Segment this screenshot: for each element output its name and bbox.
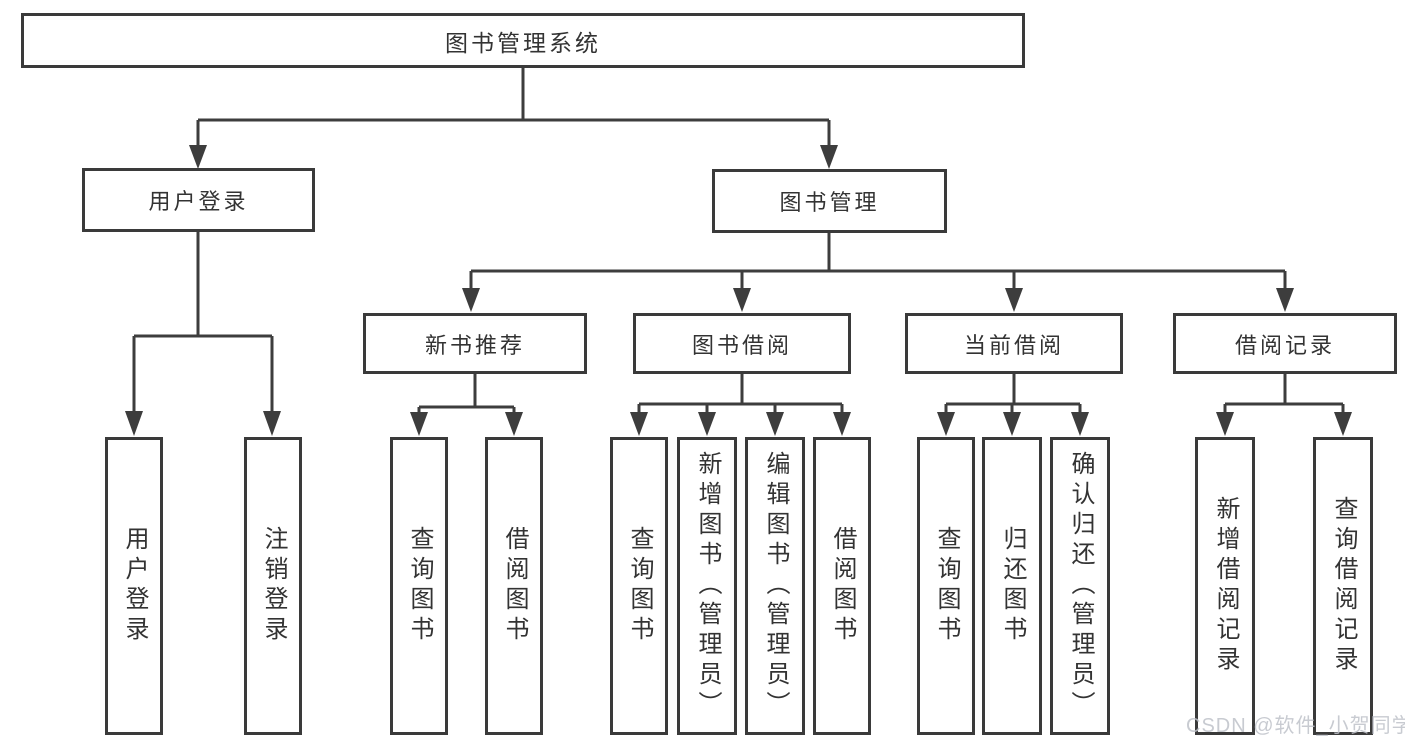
node-borrow-record: 借阅记录: [1173, 313, 1397, 374]
arrowhead: [125, 411, 143, 436]
arrowhead: [1276, 288, 1294, 312]
arrowhead: [733, 288, 751, 312]
leaf-current-return-books: 归还图书: [982, 437, 1042, 735]
leaf-newbook-query-books: 查询图书: [390, 437, 448, 735]
arrowhead: [1003, 412, 1021, 436]
node-current-borrow: 当前借阅: [905, 313, 1123, 374]
arrowhead: [833, 412, 851, 436]
arrowhead: [1005, 288, 1023, 312]
connector-root-to-level2: [189, 68, 838, 169]
leaf-record-query-borrow-record: 查询借阅记录: [1313, 437, 1373, 735]
node-new-book-recommend: 新书推荐: [363, 313, 587, 374]
arrowhead: [1334, 412, 1352, 436]
node-library-management-system: 图书管理系统: [21, 13, 1025, 68]
leaf-borrow-borrow-books: 借阅图书: [813, 437, 871, 735]
node-user-login: 用户登录: [82, 168, 315, 232]
arrowhead: [263, 411, 281, 436]
connector-book-borrow-children: [630, 374, 851, 436]
node-book-management: 图书管理: [712, 169, 947, 233]
arrowhead: [410, 412, 428, 436]
leaf-borrow-add-books-admin: 新增图书（管理员）: [677, 437, 737, 735]
arrowhead: [1216, 412, 1234, 436]
connector-current-borrow-children: [937, 374, 1089, 436]
arrowhead: [630, 412, 648, 436]
arrowhead: [766, 412, 784, 436]
arrowhead: [189, 145, 207, 169]
node-book-borrow: 图书借阅: [633, 313, 851, 374]
leaf-current-query-books: 查询图书: [917, 437, 975, 735]
connector-user-login-children: [125, 232, 281, 436]
csdn-watermark: CSDN @软件_小贺同学: [1186, 715, 1405, 737]
leaf-logout: 注销登录: [244, 437, 302, 735]
arrowhead: [698, 412, 716, 436]
leaf-borrow-query-books: 查询图书: [610, 437, 668, 735]
arrowhead: [505, 412, 523, 436]
arrowhead: [462, 288, 480, 312]
arrowhead: [820, 145, 838, 169]
leaf-current-confirm-return-admin: 确认归还（管理员）: [1050, 437, 1110, 735]
arrowhead: [1071, 412, 1089, 436]
leaf-newbook-borrow-books: 借阅图书: [485, 437, 543, 735]
connector-book-management-children: [462, 233, 1294, 312]
arrowhead: [937, 412, 955, 436]
leaf-borrow-edit-books-admin: 编辑图书（管理员）: [745, 437, 805, 735]
leaf-user-login: 用户登录: [105, 437, 163, 735]
leaf-record-add-borrow-record: 新增借阅记录: [1195, 437, 1255, 735]
connector-borrow-record-children: [1216, 374, 1352, 436]
connector-new-book-children: [410, 374, 523, 436]
